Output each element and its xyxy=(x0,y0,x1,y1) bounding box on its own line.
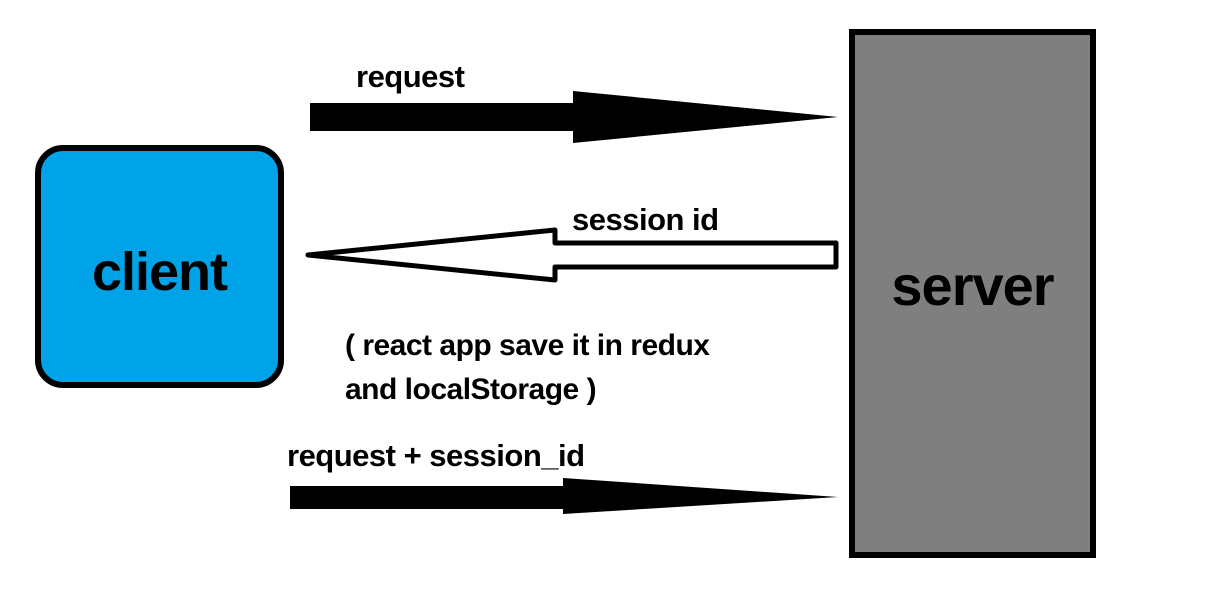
request-arrow xyxy=(310,91,838,143)
request-arrow-label: request xyxy=(356,59,465,94)
request-session-id-arrow-label: request + session_id xyxy=(287,438,585,473)
note-line-1: ( react app save it in redux xyxy=(345,329,710,362)
session-id-arrow-label: session id xyxy=(572,202,719,237)
server-label: server xyxy=(891,254,1054,317)
note-line-2: and localStorage ) xyxy=(345,373,597,406)
request-session-id-arrow xyxy=(290,478,838,514)
client-box: client xyxy=(35,145,284,388)
client-label: client xyxy=(91,241,228,302)
server-box: server xyxy=(849,29,1096,558)
redux-localstorage-note: ( react app save it in redux and localSt… xyxy=(345,324,710,412)
session-id-arrow xyxy=(305,227,839,283)
